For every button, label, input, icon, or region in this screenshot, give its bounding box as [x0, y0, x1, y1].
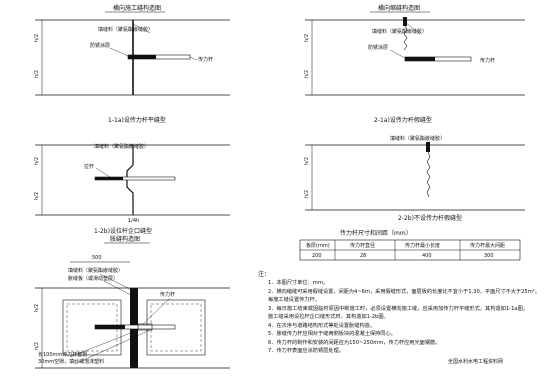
expansion-joint-detail: 胀缝构造图 500 h/2 h/2 填缝料（聚氨酯嵌缝胶） 胀缝板（或滑动垫层）…: [34, 235, 230, 369]
dowel-cap: [137, 323, 153, 331]
note-line: 6．传力杆的制作和安装的间距应为150~250mm，传力杆应用光面钢筋。: [268, 338, 440, 346]
h2-label: h/2: [34, 304, 40, 312]
crack-line: [403, 25, 408, 51]
h2-label: h/2: [34, 342, 40, 350]
sawcut-groove: [426, 142, 430, 152]
dowel-table: 传力杆尺寸和间距（mm） 板厚(mm) 传力杆直径 传力杆最小长度 传力杆最大间…: [299, 229, 521, 261]
dowel-label: 传力杆: [198, 56, 213, 63]
h2-label: h/2: [34, 70, 40, 78]
hotbar-label: 传力杆: [160, 291, 175, 298]
h2-label: h/2: [304, 190, 310, 198]
cap-gap-note: 30mm空隙，填纱或泡沫塑料: [38, 358, 104, 365]
leader-line: [189, 56, 198, 61]
filler-label: 填缝料（聚氨酯嵌缝胶）: [98, 26, 153, 33]
note-line: 每施工缝设置传力杆。: [268, 295, 320, 303]
notes-heading: 注：: [258, 270, 270, 278]
leader-line: [142, 297, 171, 325]
rebar-cage-left-inner: [66, 303, 118, 352]
note-line: 3．每日施工结束或因临时原因中断施工时，必须设置横向施工缝，应采用加传力杆平缝形…: [268, 304, 528, 312]
table-header-cell: 板厚(mm): [306, 242, 330, 249]
h2-label: h/2: [304, 34, 310, 42]
h2-label: h/2: [304, 70, 310, 78]
tie-label: 拉杆: [84, 163, 94, 170]
note-line: 5．胀缝传力杆应相对于缝两侧板块的混凝土保持同心。: [268, 329, 396, 337]
seal-label: 防锈涂层: [90, 42, 110, 49]
dowel-coated-part: [95, 325, 125, 329]
note-line: 4．在次序与道路结构形式等处设置胀缝构造。: [268, 321, 375, 329]
tie-bar-coated: [95, 177, 123, 180]
tie-h-label: 1/4h: [128, 218, 139, 224]
filler-label: 填缝料（聚氨酯嵌缝胶）: [68, 267, 123, 274]
note-line: 7．传力杆表面应涂防锈层处理。: [268, 346, 344, 354]
h2-label: h/2: [34, 34, 40, 42]
leader-line: [69, 329, 139, 358]
sawcut-groove: [403, 17, 407, 26]
leader-line: [99, 273, 133, 291]
detail-2-1a: 横向缩缝构造图 h/2 h/2 填缝料（聚氨酯嵌缝胶） 防锈涂层 传力杆 2-1…: [304, 4, 525, 124]
table-cell: 400: [422, 253, 432, 259]
table-cell: 300: [484, 253, 494, 259]
dowel-coated-part: [405, 57, 435, 61]
detail-1-2b: h/2 h/2 填缝料（聚氨酯嵌缝胶） 拉杆 1/4h 1-2b)设拉杆企口缝型: [34, 143, 230, 235]
title-left-top: 横向施工缝构造图: [113, 4, 161, 12]
table-cell: 200: [312, 253, 322, 259]
cap-note: 长100mm传力杆套帽: [38, 351, 87, 358]
note-line: 施工缝采用设拉杆企口缝形式时，其构造如1-2b图。: [268, 312, 389, 320]
h2-label: h/2: [304, 157, 310, 165]
detail-2-2b: h/2 h/2 填缝料（聚氨酯嵌缝胶） 2-2b)不设传力杆假缝型: [304, 135, 525, 222]
table-header-cell: 传力杆直径: [350, 242, 375, 249]
side-text: 全国水利水电工程资料网: [448, 358, 503, 365]
expansion-mat-label: 胀缝板（或滑动垫层）: [68, 275, 118, 282]
crack-line: [426, 151, 431, 198]
filler-label: 填缝料（聚氨酯嵌缝胶）: [94, 143, 149, 150]
note-line: 2．横向缩缝可采用假缝设置，间距为4~6m，采用假缝形式，面层板的长度比不宜小于…: [268, 287, 540, 295]
leader-line: [404, 21, 421, 35]
table-cell: 28: [360, 253, 366, 259]
leader-line: [132, 23, 151, 34]
table-title: 传力杆尺寸和间距（mm）: [340, 229, 412, 237]
leader-line: [95, 167, 111, 178]
seal-label: 防锈涂层: [368, 44, 388, 51]
caption-1-1a: 1-1a)设传力杆平缝型: [108, 116, 166, 124]
leader-line: [103, 280, 134, 297]
caption-2-2b: 2-2b)不设传力杆假缝型: [398, 214, 462, 222]
leader-line: [389, 49, 406, 59]
dim-500: 500: [92, 255, 102, 261]
leader-line: [109, 47, 129, 57]
h2-label: h/2: [34, 192, 40, 200]
filler-label: 填缝料（聚氨酯嵌缝胶）: [390, 135, 445, 142]
title-left-bottom: 胀缝构造图: [110, 235, 140, 243]
side-marker: 全国水利水电工程资料网: [448, 358, 503, 365]
leader-line: [74, 329, 151, 365]
caption-2-1a: 2-1a)设传力杆假缝型: [374, 116, 432, 124]
filler-label: 填缝料（聚氨酯嵌缝胶）: [372, 28, 427, 35]
caption-1-2b: 1-2b)设拉杆企口缝型: [94, 227, 152, 235]
dowel-coated-part: [128, 55, 156, 59]
table-header-cell: 传力杆最大间距: [470, 242, 505, 249]
notes-block: 注： 1．本图尺寸单位：mm。 2．横向缩缝可采用假缝设置，间距为4~6m，采用…: [258, 270, 540, 354]
table-header-cell: 传力杆最小长度: [405, 242, 440, 249]
dowel-label: 传力杆: [480, 57, 495, 64]
note-line: 1．本图尺寸单位：mm。: [268, 278, 328, 286]
detail-1-1a: 横向施工缝构造图 h/2 h/2 填缝料（聚氨酯嵌缝胶） 防锈涂层 传力杆 1-…: [34, 4, 230, 124]
title-right-top: 横向缩缝构造图: [378, 4, 420, 12]
h2-label: h/2: [34, 157, 40, 165]
